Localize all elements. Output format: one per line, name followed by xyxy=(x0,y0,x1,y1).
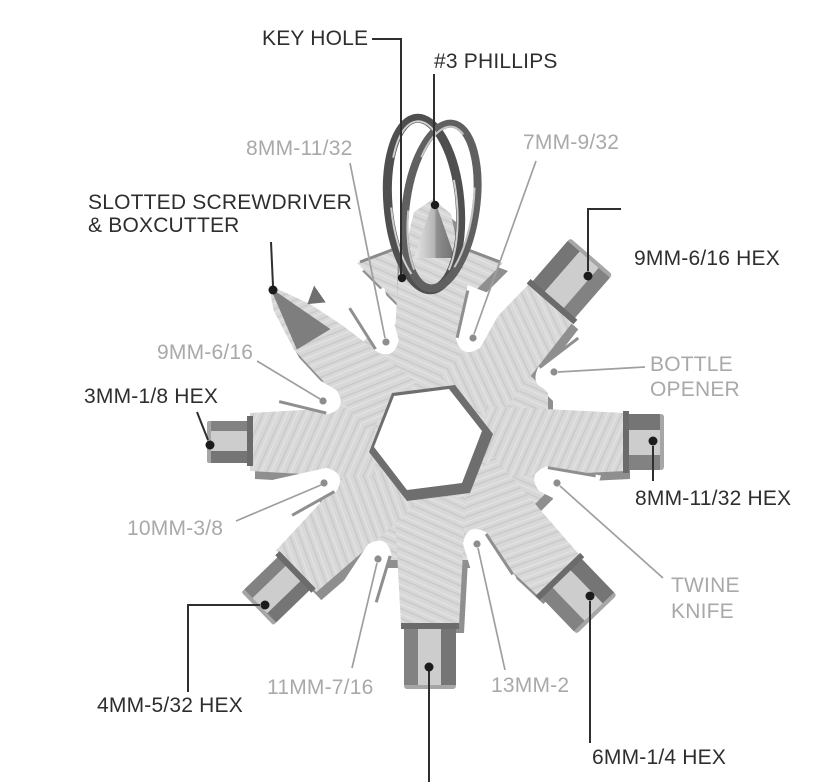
hex-bit-bottom xyxy=(401,623,459,689)
label-hex-6mm: 6MM-1/4 HEX xyxy=(592,746,727,769)
leader-dots-gray xyxy=(319,334,561,563)
boxcutter-blade xyxy=(270,285,331,350)
leader-hex-9mm xyxy=(587,208,621,271)
leader-wrench-10mm xyxy=(235,484,322,522)
leader-wrench-11mm xyxy=(351,562,378,669)
label-wrench-11mm: 11MM-7/16 xyxy=(267,676,374,699)
label-hex-9mm: 9MM-6/16 HEX xyxy=(634,247,780,270)
leader-key-hole xyxy=(372,38,402,274)
label-bottle-opener: BOTTLE OPENER xyxy=(650,353,740,401)
label-key-hole: KEY HOLE xyxy=(262,27,369,50)
leader-hex-3mm xyxy=(196,411,209,441)
label-wrench-9mm: 9MM-6/16 xyxy=(157,341,254,364)
phillips-bit xyxy=(414,198,455,258)
leader-dots-dark xyxy=(205,200,658,672)
hex-bit-9mm xyxy=(526,239,612,325)
label-wrench-13mm: 13MM-2 xyxy=(491,674,570,697)
leader-wrench-7mm xyxy=(473,160,537,335)
hex-bit-8mm xyxy=(623,411,664,473)
label-hex-8mm: 8MM-11/32 HEX xyxy=(635,487,792,510)
keyring-icon xyxy=(382,113,482,295)
label-slotted-screwdriver: SLOTTED SCREWDRIVER & BOXCUTTER xyxy=(88,191,352,237)
leader-wrench-9mm xyxy=(256,360,321,400)
leader-lines-gray xyxy=(235,160,664,671)
center-hex-hole xyxy=(369,385,493,501)
leader-bottle-opener xyxy=(557,366,646,373)
label-wrench-10mm: 10MM-3/8 xyxy=(127,517,224,540)
label-phillips: #3 PHILLIPS xyxy=(434,50,558,73)
leader-hex-4mm xyxy=(187,604,260,692)
label-wrench-8mm: 8MM-11/32 xyxy=(246,137,353,160)
leader-slotted xyxy=(270,241,274,287)
label-hex-3mm: 3MM-1/8 HEX xyxy=(84,385,219,408)
label-wrench-7mm: 7MM-9/32 xyxy=(523,131,620,154)
leader-lines-dark xyxy=(187,38,654,782)
hex-bit-3mm xyxy=(207,416,253,466)
label-hex-4mm: 4MM-5/32 HEX xyxy=(97,694,243,717)
leader-wrench-8mm xyxy=(349,162,386,339)
label-twine-knife: TWINE KNIFE xyxy=(671,574,740,623)
leader-wrench-13mm xyxy=(477,547,506,671)
leader-twine-knife xyxy=(559,485,664,579)
